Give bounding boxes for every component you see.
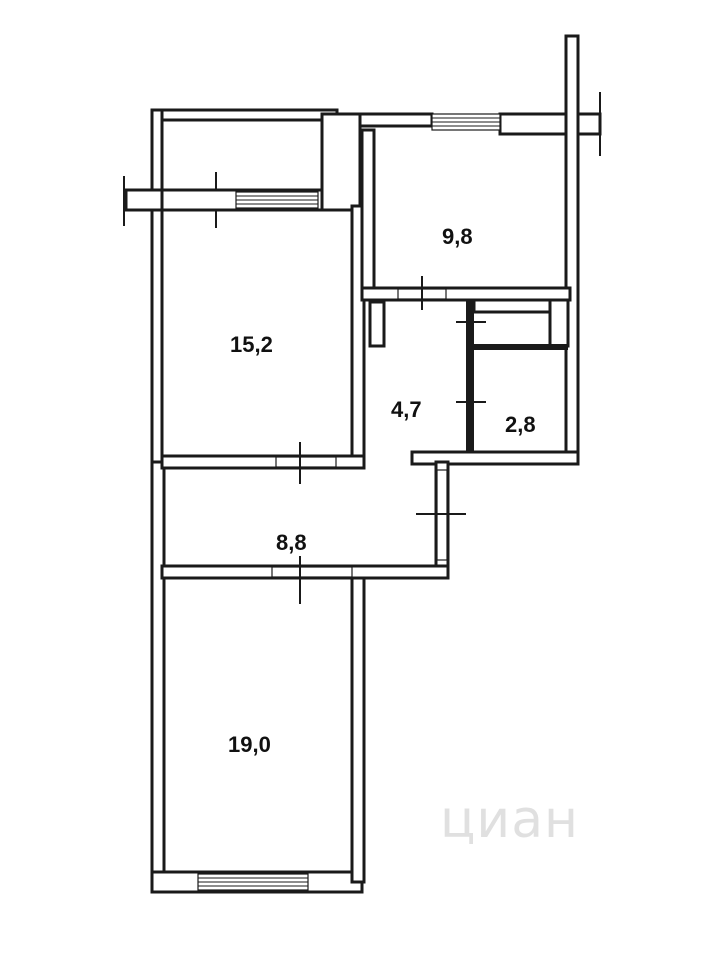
window-bottom (197, 873, 309, 891)
room-label-4-7: 4,7 (391, 397, 422, 422)
room-label-8-8: 8,8 (276, 530, 307, 555)
windows (197, 113, 501, 891)
interior-walls (160, 112, 580, 580)
room-label-9-8: 9,8 (442, 224, 473, 249)
window-left (235, 191, 319, 209)
room-label-2-8: 2,8 (505, 412, 536, 437)
doors (271, 276, 486, 604)
window-top-right (431, 113, 501, 131)
room-label-15-2: 15,2 (230, 332, 273, 357)
room-label-19-0: 19,0 (228, 732, 271, 757)
room-labels: 9,8 15,2 4,7 2,8 8,8 19,0 (228, 224, 536, 757)
